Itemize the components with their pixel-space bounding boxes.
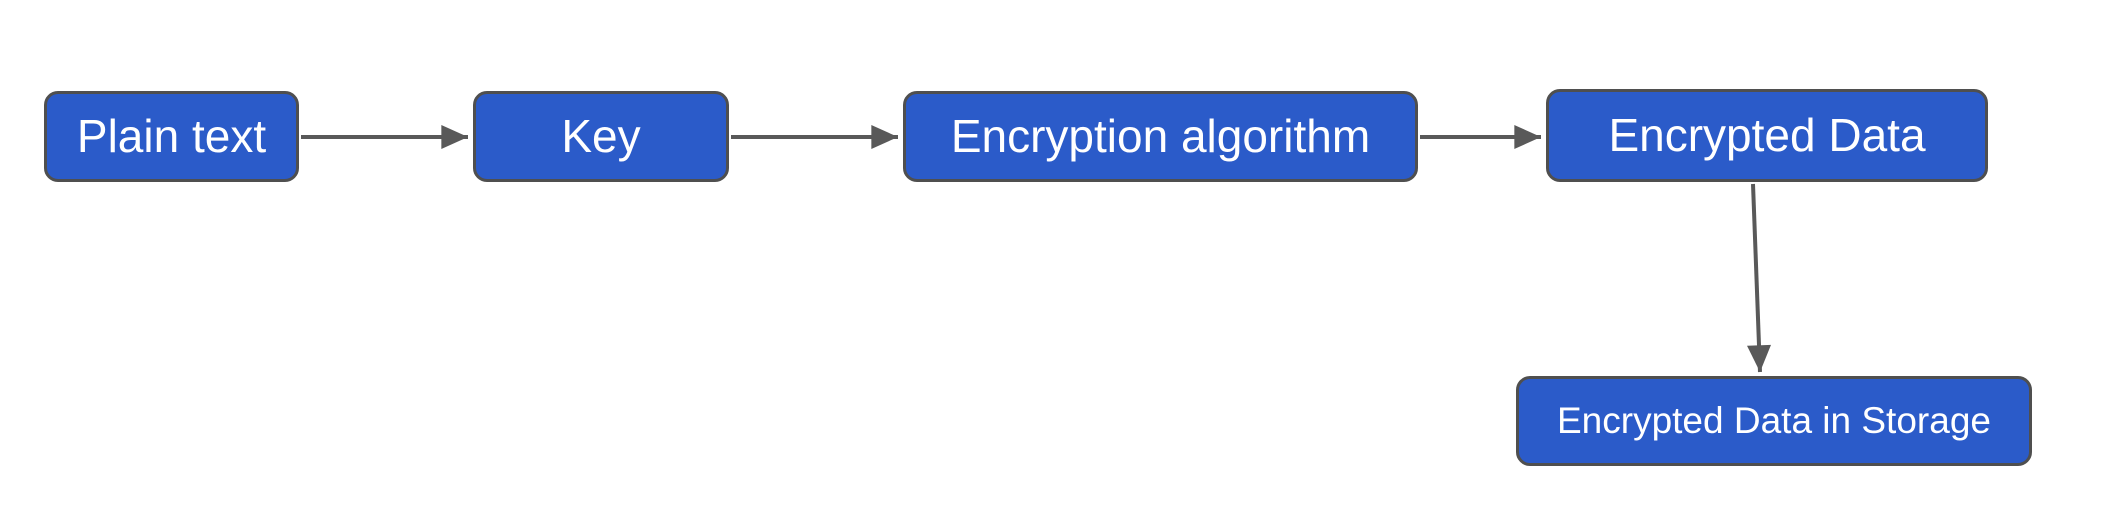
node-encryption-algorithm[interactable]: Encryption algorithm bbox=[903, 91, 1418, 182]
node-label: Plain text bbox=[76, 109, 267, 162]
node-key[interactable]: Key bbox=[473, 91, 729, 182]
node-encrypted-data[interactable]: Encrypted Data bbox=[1546, 89, 1988, 182]
node-label: Encrypted Data bbox=[1608, 108, 1926, 161]
node-label: Key bbox=[561, 109, 641, 162]
arrow-encrypted-data-to-storage bbox=[1747, 183, 1771, 373]
node-encrypted-data-in-storage[interactable]: Encrypted Data in Storage bbox=[1516, 376, 2032, 466]
node-plain-text[interactable]: Plain text bbox=[44, 91, 299, 182]
node-label: Encryption algorithm bbox=[950, 109, 1371, 162]
node-label: Encrypted Data in Storage bbox=[1557, 399, 1991, 441]
